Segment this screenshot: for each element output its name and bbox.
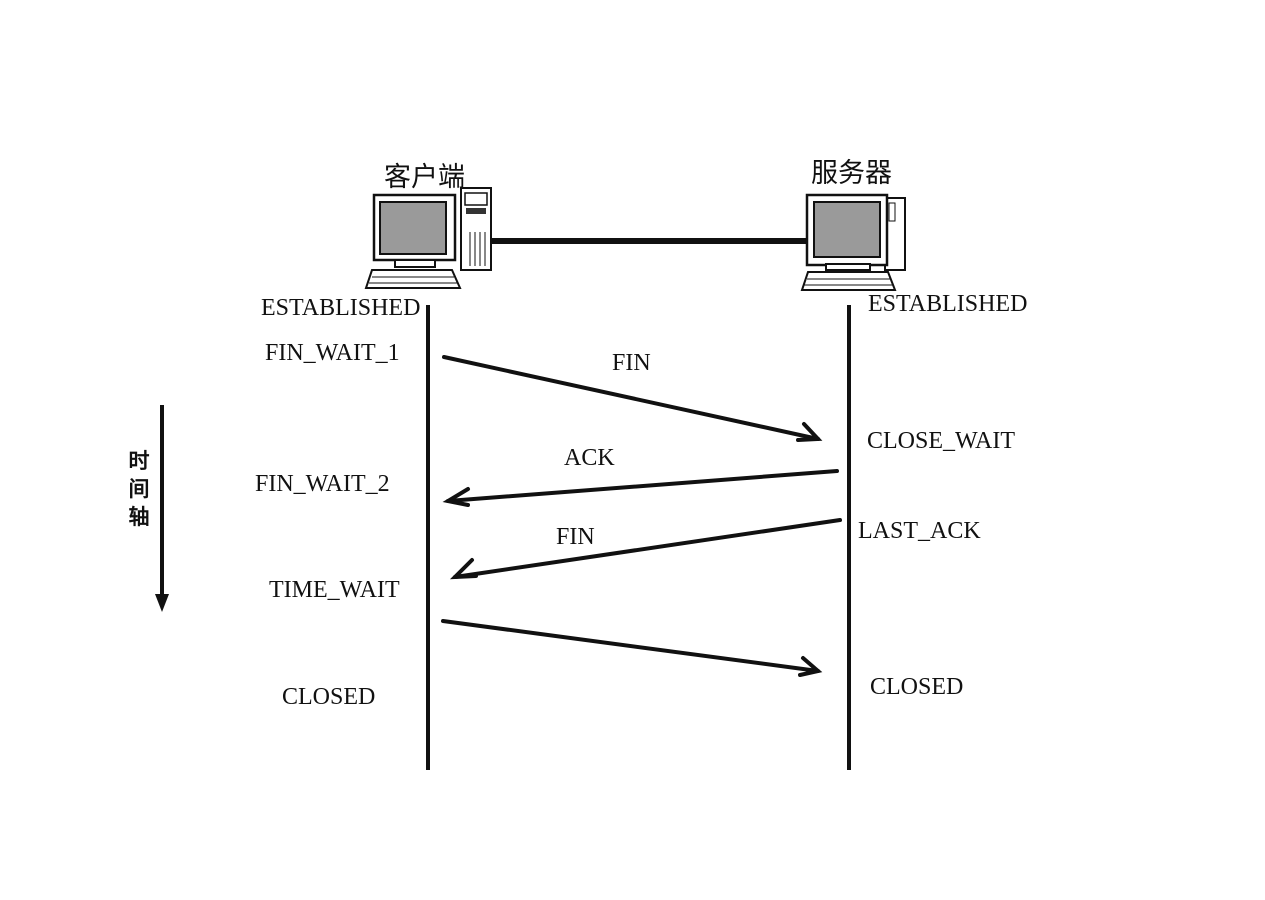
client-host-label: 客户端 <box>384 162 465 193</box>
server-state-close-wait: CLOSE_WAIT <box>867 428 1015 454</box>
server-state-closed: CLOSED <box>870 674 964 700</box>
server-state-established: ESTABLISHED <box>868 291 1028 317</box>
client-state-fin-wait-2: FIN_WAIT_2 <box>255 471 390 497</box>
server-state-last-ack: LAST_ACK <box>858 518 981 544</box>
client-state-fin-wait-1: FIN_WAIT_1 <box>265 340 400 366</box>
time-axis-arrow <box>155 405 169 612</box>
message-label-ack-1: ACK <box>564 445 615 471</box>
client-state-established: ESTABLISHED <box>261 295 421 321</box>
ack-arrow-client-to-server <box>441 619 823 677</box>
fin-arrow-client-to-server <box>442 355 823 442</box>
ack-arrow-server-to-client <box>442 469 839 507</box>
time-axis-label: 时间轴 <box>128 449 150 529</box>
client-computer-icon <box>364 187 492 289</box>
client-state-time-wait: TIME_WAIT <box>269 577 400 603</box>
server-host-label: 服务器 <box>811 158 892 189</box>
fin-arrow-server-to-client <box>449 518 842 580</box>
message-label-fin-1: FIN <box>612 350 651 376</box>
message-label-fin-2: FIN <box>556 524 595 550</box>
server-computer-icon <box>800 193 906 291</box>
client-state-closed: CLOSED <box>282 684 376 710</box>
